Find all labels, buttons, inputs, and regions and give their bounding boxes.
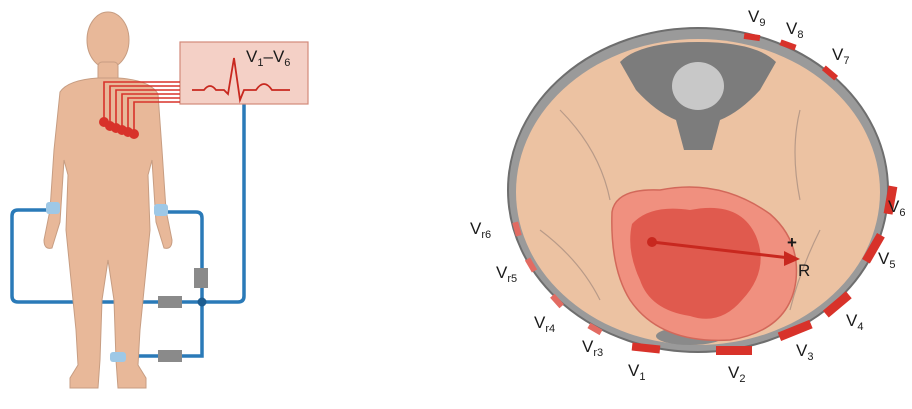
lead-label-v4: V4 [846,311,863,333]
thorax-cross-section: + R V1 V2 V3 V4 V5 V6 V7 V8 V9 V [470,7,905,385]
spinal-body [672,62,724,110]
lead-label-v1: V1 [628,361,645,383]
lead-label-v7: V7 [832,45,849,67]
monitor-label: V1–V6 [246,47,290,69]
human-silhouette [44,12,172,388]
lead-label-v2: V2 [728,363,745,385]
lead-label-v9: V9 [748,7,765,29]
axis-label: R [798,261,810,280]
ankle-electrode [110,352,126,362]
lead-label-v3: V3 [796,341,813,363]
lead-label-vr6: Vr6 [470,219,491,241]
cable-connector-3 [158,350,182,362]
left-wrist-electrode [46,202,60,214]
body-figure-panel: V1–V6 [12,12,308,388]
lead-label-v8: V8 [786,19,803,41]
cable-connector-2 [158,296,182,308]
polarity-sign: + [787,233,797,252]
cable-connector-1 [194,268,208,288]
lead-label-v5: V5 [878,249,895,271]
cable-junction [198,298,207,307]
ecg-monitor-box [180,42,308,104]
lead-label-v6: V6 [888,197,905,219]
right-wrist-electrode [154,204,168,216]
lead-label-vr3: Vr3 [582,337,603,359]
lead-label-vr5: Vr5 [496,263,517,285]
axis-origin [647,237,657,247]
lead-label-vr4: Vr4 [534,313,555,335]
